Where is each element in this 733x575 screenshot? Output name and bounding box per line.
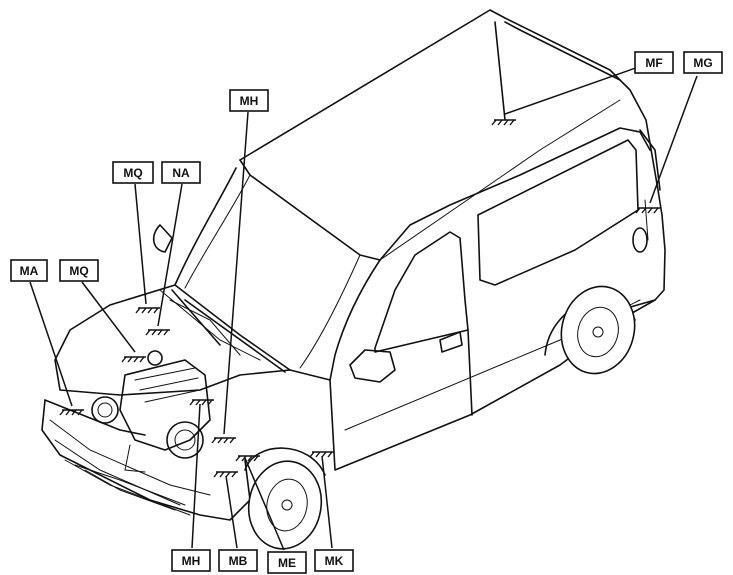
label-mg: MG — [683, 51, 723, 74]
label-mh-top: MH — [229, 89, 269, 112]
front-bumper — [41, 399, 251, 521]
roof-outline — [239, 9, 666, 311]
ground-symbol-mq-top — [135, 307, 160, 314]
ground-symbol-mf — [491, 119, 516, 126]
engine — [91, 350, 211, 473]
label-me-text: ME — [278, 556, 296, 570]
front-wheel — [244, 447, 326, 550]
label-mq-left-text: MQ — [69, 264, 88, 278]
ground-symbols — [59, 119, 660, 478]
hood — [54, 284, 291, 396]
leader-lines — [29, 63, 698, 551]
label-mf: MF — [634, 51, 674, 74]
ground-symbol-ma — [59, 409, 84, 416]
label-mb: MB — [218, 549, 258, 572]
label-mk-text: MK — [325, 554, 344, 568]
side-mirror — [349, 349, 396, 383]
ground-symbol-me — [235, 455, 260, 462]
label-me: ME — [267, 551, 307, 574]
label-na-text: NA — [172, 166, 190, 180]
label-ma: MA — [10, 259, 48, 282]
ground-symbol-na — [145, 329, 170, 336]
rear-side-window — [477, 139, 639, 286]
windshield-frame — [174, 167, 331, 381]
windshield-top — [239, 159, 381, 261]
ground-symbol-mh-right — [189, 399, 214, 406]
label-mq-top-text: MQ — [123, 166, 142, 180]
label-mh-bottom: MH — [171, 549, 211, 572]
ground-symbol-mg — [635, 207, 660, 214]
label-mg-text: MG — [693, 56, 712, 70]
label-mk: MK — [314, 549, 354, 572]
front-door-window — [374, 231, 469, 353]
label-mh-bottom-text: MH — [182, 554, 201, 568]
label-mh-top-text: MH — [240, 94, 259, 108]
label-ma-text: MA — [20, 264, 39, 278]
ground-symbol-mh — [211, 437, 236, 444]
label-mb-text: MB — [229, 554, 248, 568]
ground-symbol-mq-left — [121, 356, 146, 363]
vehicle-drawing — [41, 9, 666, 550]
label-mf-text: MF — [645, 56, 662, 70]
label-mq-top: MQ — [112, 161, 154, 184]
label-mq-left: MQ — [59, 259, 99, 282]
label-na: NA — [161, 161, 201, 184]
rear-wheel — [544, 285, 636, 375]
